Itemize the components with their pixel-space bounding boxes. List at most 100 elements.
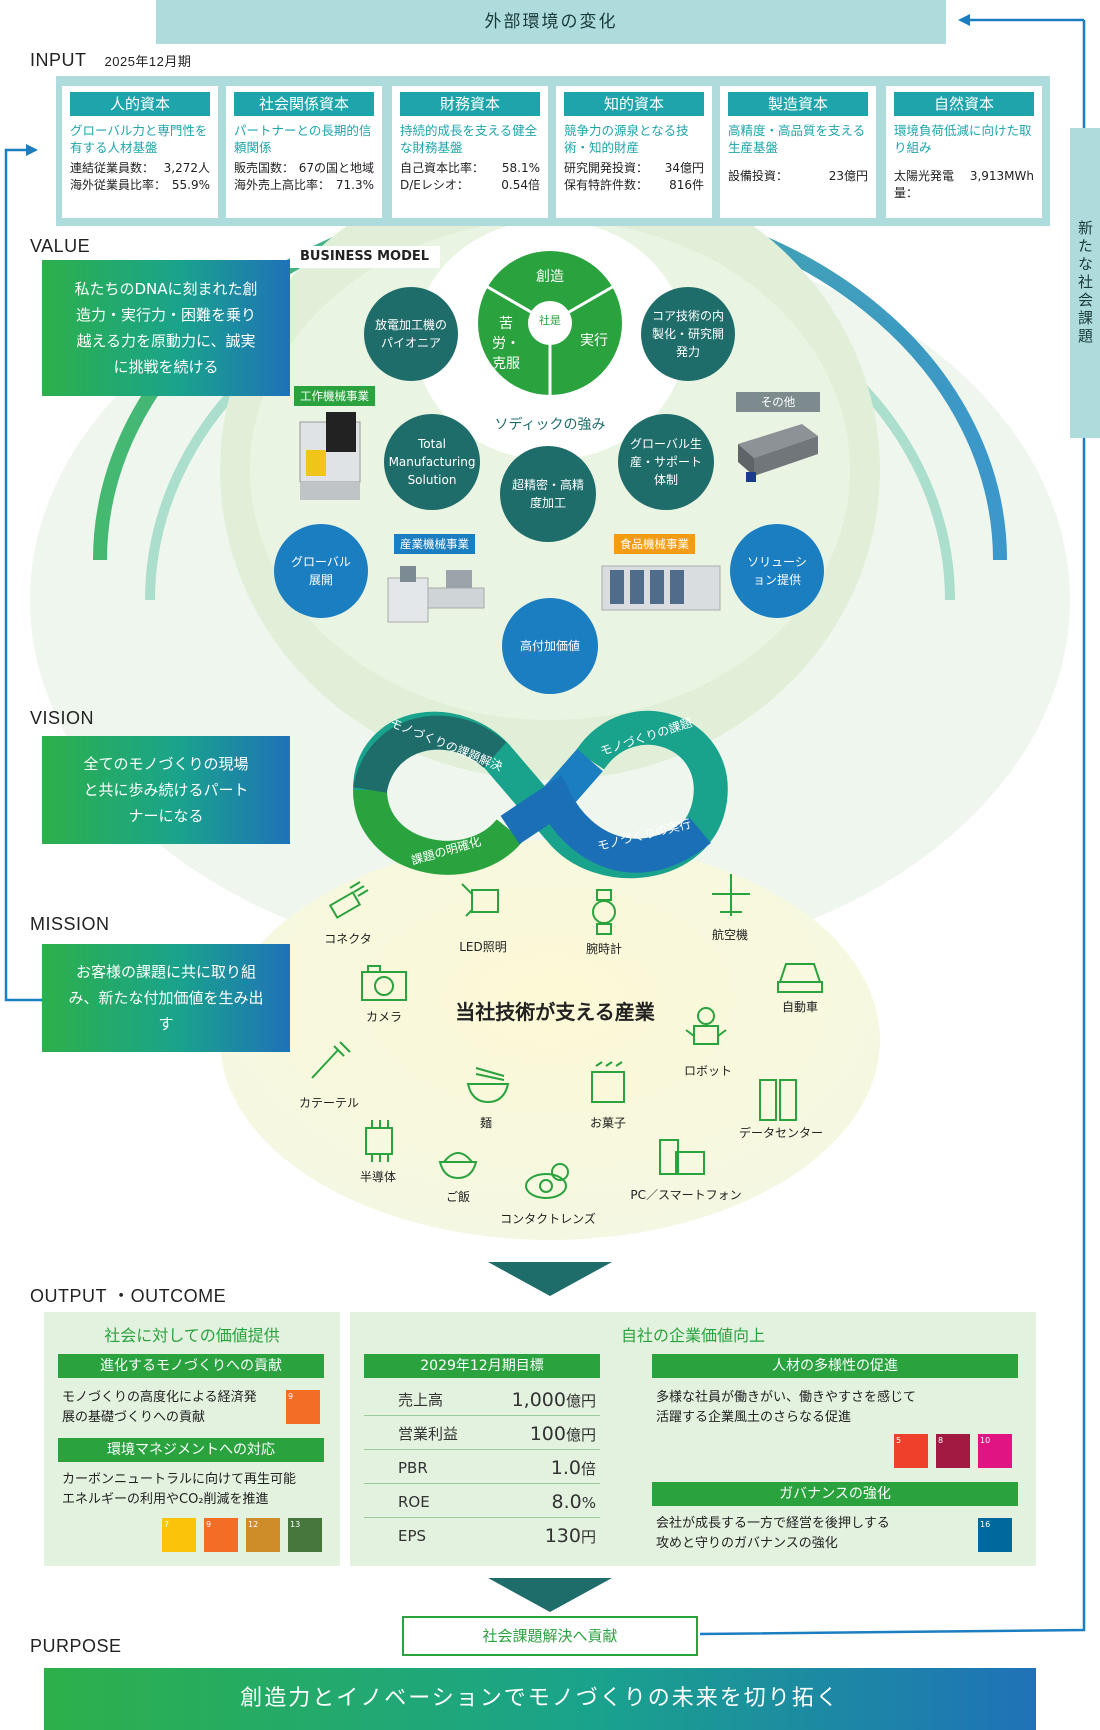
led-light-icon xyxy=(461,883,499,917)
society-header: 社会に対しての価値提供 xyxy=(104,1326,280,1345)
feedback-line-left xyxy=(4,148,42,1002)
catheter-icon xyxy=(311,1041,351,1079)
sdg-9-icon: 9 xyxy=(286,1390,320,1424)
circle-precision: 超精密・高精度加工 xyxy=(500,446,596,542)
capital-card-financial: 財務資本 持続的成長を支える健全な財務基盤 自己資本比率：58.1% D/Eレシ… xyxy=(392,86,548,218)
label-noodle: 麺 xyxy=(479,1116,492,1130)
circle-solution: ソリューション提供 xyxy=(730,524,824,618)
machine-tool-photo xyxy=(299,412,361,500)
purpose-label: PURPOSE xyxy=(30,1636,122,1656)
circle-pioneer: 放電加工機のパイオニア xyxy=(364,287,458,381)
arrow-head-top xyxy=(958,14,970,26)
mission-label: MISSION xyxy=(30,914,110,934)
sdg-5-icon: 5 xyxy=(894,1434,928,1468)
robot-icon xyxy=(685,1007,727,1045)
diversity-text-a: 多様な社員が働きがい、働きやすさを感じて xyxy=(656,1390,917,1405)
corporate-motto-pie xyxy=(478,251,622,395)
sdg-10-icon: 10 xyxy=(978,1434,1012,1468)
tag-machine-tool: 工作機械事業 xyxy=(294,386,375,406)
sdg-8-icon: 8 xyxy=(936,1434,970,1468)
output-label: OUTPUT ・OUTCOME xyxy=(30,1286,227,1306)
tag-food: 食品機械事業 xyxy=(614,534,695,554)
sdg-9b-icon: 9 xyxy=(204,1518,238,1552)
airplane-icon xyxy=(712,874,750,916)
semiconductor-icon xyxy=(365,1120,393,1162)
motto-hardship: 苦労・克服 xyxy=(492,316,520,372)
circle-global-production: グローバル生産・サポート体制 xyxy=(618,414,714,510)
circle-core-tech: コア技術の内製化・研究開発力 xyxy=(641,287,735,381)
circle-total-solution: Total Manufacturing Solution xyxy=(384,414,480,510)
label-contact-lens: コンタクトレンズ xyxy=(500,1212,596,1226)
label-data-center: データセンター xyxy=(738,1126,823,1140)
down-arrow-1 xyxy=(488,1262,612,1296)
label-catheter: カテーテル xyxy=(298,1096,359,1110)
tag-other: その他 xyxy=(736,392,820,412)
pc-smartphone-icon xyxy=(659,1139,705,1175)
camera-icon xyxy=(361,965,407,1001)
diversity-text-b: 活躍する企業風土のさらなる促進 xyxy=(656,1410,852,1425)
value-statement: 私たちのDNAに刻まれた創造力・実行力・困難を乗り越える力を原動力に、誠実に挑戦… xyxy=(42,260,290,396)
label-rice: ご飯 xyxy=(445,1190,470,1204)
sdg-16-icon: 16 xyxy=(978,1518,1012,1552)
feedback-line-right xyxy=(699,20,1086,1636)
label-watch: 腕時計 xyxy=(585,942,622,956)
sdg-7-icon: 7 xyxy=(162,1518,196,1552)
society-bar-2: 環境マネジメントへの対応 xyxy=(58,1438,324,1462)
new-social-issues-banner: 新たな社会課題 xyxy=(1070,128,1100,438)
industries-title: 当社技術が支える産業 xyxy=(455,1000,655,1024)
capital-card-human: 人的資本 グローバル力と専門性を有する人材基盤 連結従業員数：3,272人 海外… xyxy=(62,86,218,218)
sdg-13-icon: 13 xyxy=(288,1518,322,1552)
tag-industrial: 産業機械事業 xyxy=(394,534,475,554)
industrial-machine-photo xyxy=(387,566,485,623)
label-car: 自動車 xyxy=(781,1000,818,1014)
capital-card-natural: 自然資本 環境負荷低減に向けた取り組み 太陽光発電量：3,913MWh xyxy=(886,86,1042,218)
label-robot: ロボット xyxy=(683,1064,732,1078)
label-connector: コネクタ xyxy=(324,932,372,946)
circle-global-expansion: グローバル展開 xyxy=(274,524,368,618)
input-panel xyxy=(56,76,1050,226)
capital-card-social: 社会関係資本 パートナーとの長期的信頼関係 販売国数：67の国と地域 海外売上高… xyxy=(226,86,382,218)
label-camera: カメラ xyxy=(365,1010,402,1024)
connector-icon xyxy=(328,881,369,919)
diversity-bar: 人材の多様性の促進 xyxy=(652,1354,1018,1378)
watch-icon xyxy=(592,889,616,935)
car-icon xyxy=(777,963,823,993)
confectionery-icon xyxy=(591,1061,625,1103)
motto-center: 社是 xyxy=(539,314,561,327)
vision-label: VISION xyxy=(30,708,95,728)
governance-text-a: 会社が成長する一方で経営を後押しする xyxy=(656,1516,890,1531)
target-bar: 2029年12月期目標 xyxy=(364,1354,600,1378)
circle-high-value: 高付加価値 xyxy=(502,598,598,694)
corporate-header: 自社の企業価値向上 xyxy=(620,1326,765,1345)
sdg-12-icon: 12 xyxy=(246,1518,280,1552)
rice-icon xyxy=(438,1152,478,1180)
capital-card-intellectual: 知的資本 競争力の源泉となる技術・知的財産 研究開発投資：34億円 保有特許件数… xyxy=(556,86,712,218)
motto-execution: 実行 xyxy=(580,333,608,349)
motto-creation: 創造 xyxy=(536,269,564,285)
label-confectionery: お菓子 xyxy=(589,1116,626,1130)
noodle-icon xyxy=(466,1067,510,1104)
external-environment-banner: 外部環境の変化 xyxy=(156,0,946,44)
society-text-1: モノづくりの高度化による経済発展の基礎づくりへの貢献 xyxy=(62,1390,257,1425)
down-arrow-2 xyxy=(488,1578,612,1612)
purpose-statement: 創造力とイノベーションでモノづくりの未来を切り拓く xyxy=(44,1668,1036,1730)
label-aircraft: 航空機 xyxy=(711,928,748,942)
society-bar-1: 進化するモノづくりへの貢献 xyxy=(58,1354,324,1378)
society-text-2b: エネルギーの利用やCO₂削減を推進 xyxy=(62,1492,269,1507)
governance-bar: ガバナンスの強化 xyxy=(652,1482,1018,1506)
capital-card-manufactured: 製造資本 高精度・高品質を支える生産基盤 設備投資：23億円 xyxy=(720,86,876,218)
value-label: VALUE xyxy=(30,236,91,256)
data-center-icon xyxy=(759,1079,797,1121)
label-led: LED照明 xyxy=(459,940,507,954)
infinity-loop xyxy=(353,710,728,879)
business-model-label: BUSINESS MODEL xyxy=(290,246,440,268)
governance-text-b: 攻めと守りのガバナンスの強化 xyxy=(656,1536,838,1551)
contribute-box: 社会課題解決へ貢献 xyxy=(402,1616,698,1656)
label-semiconductor: 半導体 xyxy=(359,1170,396,1184)
